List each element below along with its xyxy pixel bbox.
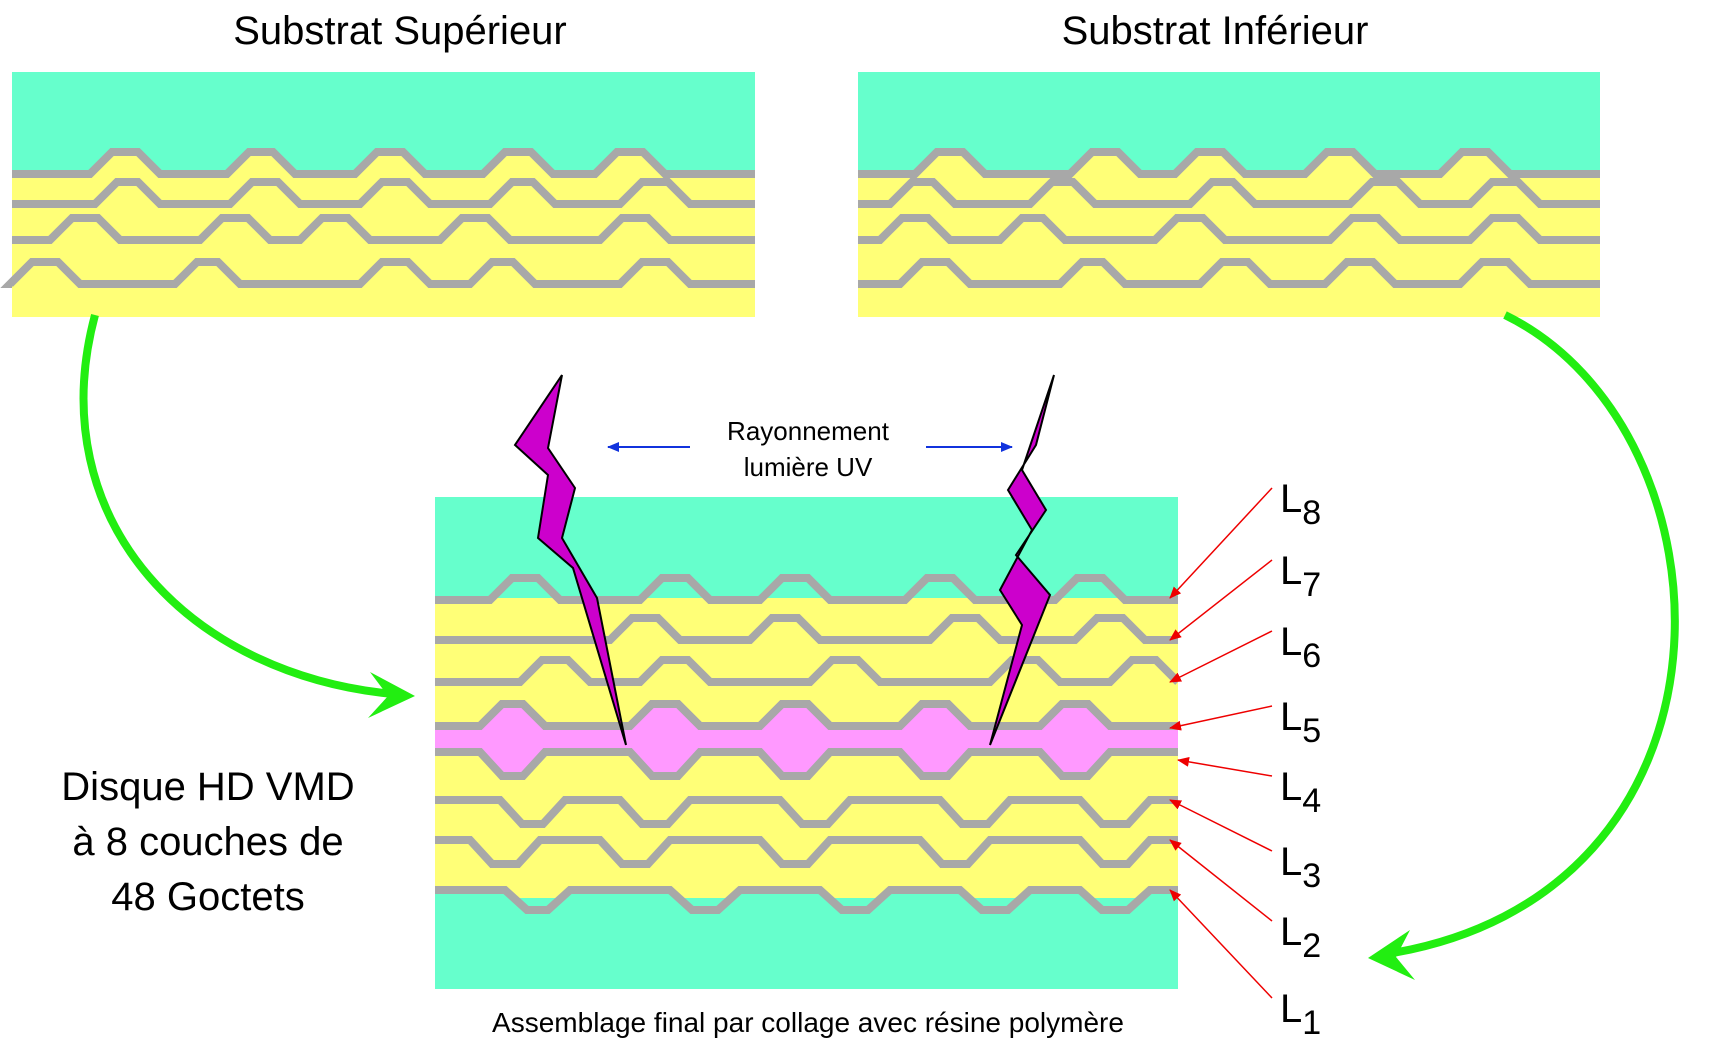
assembled-disc <box>435 497 1181 989</box>
layer-label-6: L6 <box>1280 620 1321 675</box>
reflective-layer-2 <box>12 178 755 208</box>
layer-label-8: L8 <box>1280 477 1321 532</box>
uv-label-line2: lumière UV <box>744 452 873 482</box>
reflective-layer-6 <box>435 656 1181 686</box>
layer-letter: L <box>1280 765 1302 809</box>
layer-letter: L <box>1280 620 1302 664</box>
layer-subscript: 6 <box>1302 637 1321 675</box>
disc-label-line2: à 8 couches de <box>72 820 343 864</box>
reflective-layer-8 <box>435 574 1178 604</box>
layer-leader-arrow-8 <box>1169 487 1273 599</box>
layer-letter: L <box>1280 987 1302 1031</box>
uv-label-line1: Rayonnement <box>727 416 890 446</box>
layer-subscript: 7 <box>1302 566 1321 604</box>
reflective-layer-1 <box>435 886 1178 914</box>
substrate-fill <box>12 72 755 174</box>
layer-letter: L <box>1280 840 1302 884</box>
layer-leader-arrow-1 <box>1169 889 1273 999</box>
layer-subscript: 2 <box>1302 927 1321 965</box>
reflective-layer-5 <box>435 700 1178 730</box>
disc-label-line1: Disque HD VMD <box>61 765 354 809</box>
layer-label-5: L5 <box>1280 695 1321 750</box>
layer-subscript: 8 <box>1302 494 1321 532</box>
reflective-layer-2 <box>435 836 1178 868</box>
layer-label-7: L7 <box>1280 549 1321 604</box>
layer-subscript: 1 <box>1302 1004 1321 1042</box>
reflective-layer-4 <box>435 748 1178 780</box>
top-substrate-panel <box>0 72 755 317</box>
layer-subscript: 3 <box>1302 857 1321 895</box>
layer-leader-arrow-7 <box>1169 559 1273 641</box>
layer-subscript: 4 <box>1302 782 1321 820</box>
top-substrate-title: Substrat Supérieur <box>233 9 567 53</box>
substrate-fill <box>858 72 1600 174</box>
layer-label-3: L3 <box>1280 840 1321 895</box>
substrate-fill <box>435 497 1178 600</box>
reflective-layer-1 <box>858 148 1600 178</box>
layer-letter: L <box>1280 477 1302 521</box>
disc-label-line3: 48 Goctets <box>111 875 304 919</box>
bottom-substrate-panel <box>858 72 1600 317</box>
layer-subscript: 5 <box>1302 712 1321 750</box>
reflective-layer-4 <box>0 258 755 288</box>
layer-letter: L <box>1280 695 1302 739</box>
bottom-substrate-title: Substrat Inférieur <box>1062 9 1369 53</box>
layer-letter: L <box>1280 910 1302 954</box>
reflective-layer-3 <box>12 214 755 244</box>
uv-lightning-bolt-left <box>513 374 627 746</box>
substrate-fill <box>435 890 1178 989</box>
layer-leader-arrow-5 <box>1169 705 1273 731</box>
layer-leader-arrow-4 <box>1177 756 1273 777</box>
reflective-layer-3 <box>435 796 1178 828</box>
layer-leader-arrow-2 <box>1169 839 1273 922</box>
green-arrow-left <box>79 313 415 718</box>
resin-fill <box>435 704 1178 776</box>
reflective-layer-2 <box>858 178 1600 208</box>
green-arrow-right <box>1368 311 1679 980</box>
layer-leader-arrow-3 <box>1169 799 1273 852</box>
reflective-layer-1 <box>12 148 755 178</box>
reflective-layer-3 <box>858 214 1600 244</box>
layer-label-2: L2 <box>1280 910 1321 965</box>
assembly-caption: Assemblage final par collage avec résine… <box>492 1007 1124 1038</box>
reflective-layer-7 <box>435 614 1178 644</box>
reflective-layer-4 <box>858 258 1600 288</box>
layer-label-4: L4 <box>1280 765 1321 820</box>
layer-letter: L <box>1280 549 1302 593</box>
layer-label-1: L1 <box>1280 987 1321 1042</box>
uv-lightning-bolt-right <box>989 374 1055 746</box>
layer-leader-arrow-6 <box>1169 630 1273 683</box>
